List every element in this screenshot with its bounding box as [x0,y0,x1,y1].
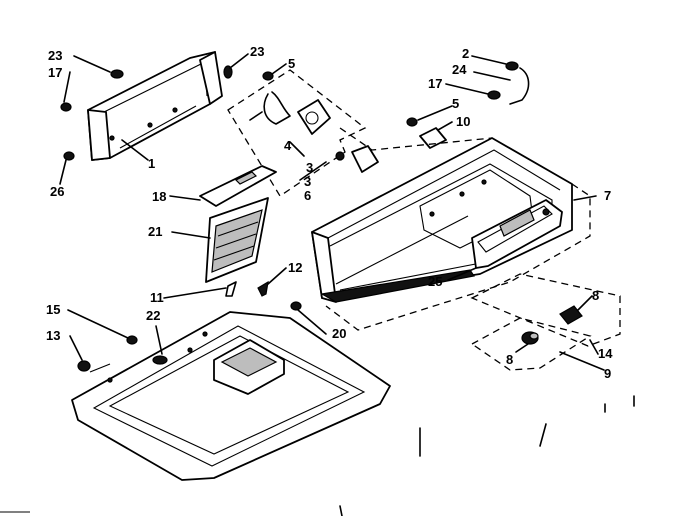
screw-icon [225,280,269,297]
callout-9: 9 [604,366,611,381]
lamp-socket-part [487,61,530,105]
callout-25: 25 [428,274,442,289]
callout-23: 23 [48,48,62,63]
callout-1: 1 [148,156,155,171]
callout-11: 11 [150,290,164,305]
callout-26: 26 [50,184,64,199]
callout-18: 18 [152,189,166,204]
timer-icon [521,305,583,345]
screw-icon [60,65,233,161]
console-group-boundary [325,127,591,331]
callout-7: 7 [604,188,611,203]
dryer-top-part [71,311,391,481]
callout-22: 22 [146,308,160,323]
callout-15: 15 [46,302,60,317]
knob-icon [406,117,447,149]
callout-21: 21 [148,224,162,239]
scan-marks [0,395,635,516]
callout-4: 4 [284,138,292,153]
console-panel-part [311,137,573,303]
callout-6: 6 [304,188,311,203]
terminal-block [335,145,379,173]
switch-icon [249,71,331,135]
lint-screen-part [205,197,269,283]
callout-2: 2 [462,46,469,61]
callout-10: 10 [456,114,470,129]
callout-3: 3 [306,160,313,175]
callout-5: 5 [452,96,459,111]
callout-17: 17 [48,65,62,80]
callout-20: 20 [332,326,346,341]
callout-5: 5 [288,56,295,71]
console-backsplash-part [87,51,223,161]
switch-group-boundary [227,69,367,197]
callout-labels: 23 17 26 1 23 5 4 3 3 6 2 24 17 5 10 7 1… [46,44,613,381]
callout-12: 12 [288,260,302,275]
lint-cover-part [199,165,277,207]
leader-lines [59,53,605,371]
callout-24: 24 [452,62,467,77]
callout-13: 13 [46,328,60,343]
callout-8: 8 [592,288,599,303]
callout-23: 23 [250,44,264,59]
callout-17: 17 [428,76,442,91]
callout-8: 8 [506,352,513,367]
callout-14: 14 [598,346,613,361]
knob-group-boundary [470,273,621,347]
timer-group-boundary [470,317,592,371]
callout-3: 3 [304,174,311,189]
control-overlay-part [471,199,563,269]
screw-icon [77,301,302,372]
